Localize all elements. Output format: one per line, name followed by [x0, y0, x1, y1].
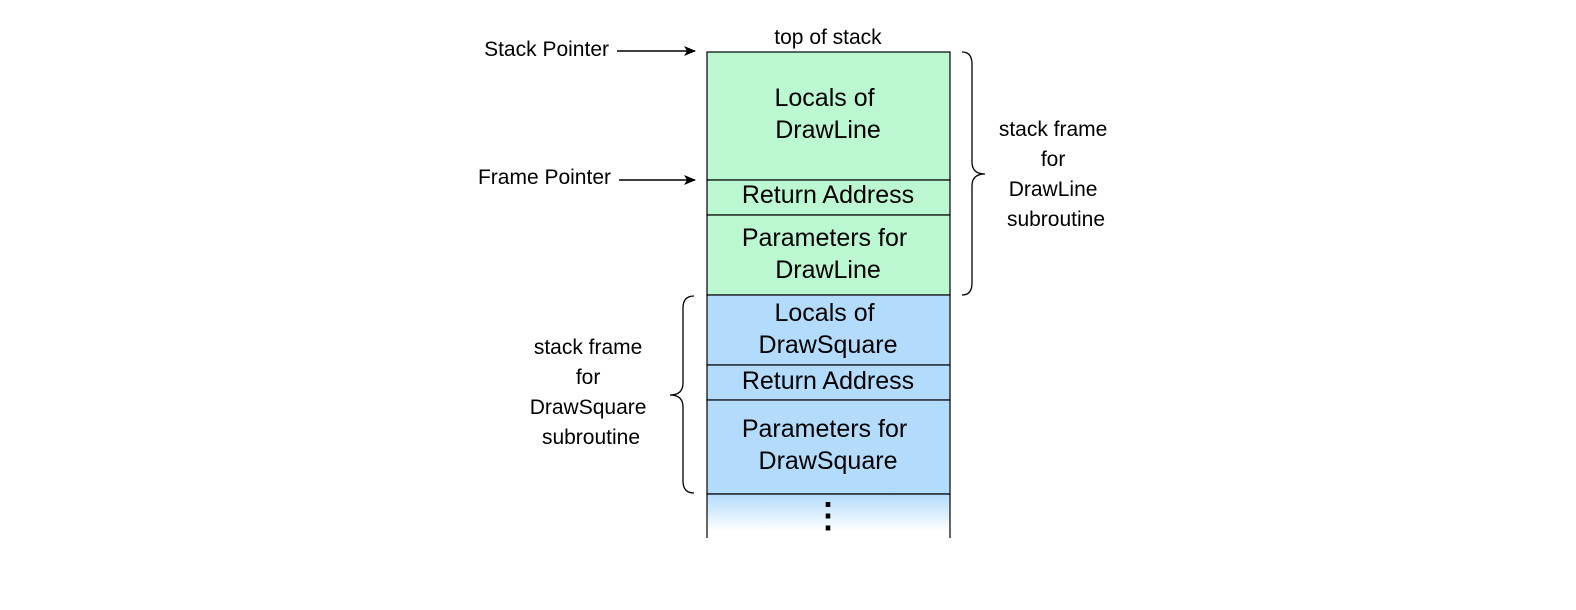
cell-params-drawline-line1: Parameters for: [742, 224, 907, 252]
drawsquare-frame-line4: subroutine: [542, 426, 640, 449]
drawline-frame-line1: stack frame: [999, 118, 1108, 141]
cell-params-drawline-line2: DrawLine: [775, 256, 881, 284]
drawsquare-frame-line2: for: [576, 366, 601, 389]
drawsquare-frame-line1: stack frame: [534, 336, 643, 359]
cell-params-drawsquare-line1: Parameters for: [742, 415, 907, 443]
drawline-frame-brace: [961, 51, 986, 296]
cell-locals-drawsquare-line2: DrawSquare: [759, 331, 898, 359]
cell-return-drawsquare: [706, 364, 951, 401]
drawline-frame-line4: subroutine: [1007, 208, 1105, 231]
svg-text:Return Address: Return Address: [742, 181, 914, 209]
frame-pointer-label: Frame Pointer: [478, 166, 611, 189]
svg-text:Locals of DrawLine: Locals of DrawLine: [774, 84, 881, 144]
cell-locals-drawline: [706, 51, 951, 181]
continuation-ellipsis: ⋮: [811, 497, 845, 535]
drawline-frame-line2: for: [1041, 148, 1066, 171]
cell-locals-drawline-line2: DrawLine: [775, 116, 881, 144]
top-of-stack-label: top of stack: [774, 26, 882, 49]
drawsquare-frame-brace: [669, 295, 695, 494]
cell-return-drawline-line1: Return Address: [742, 181, 914, 209]
cell-return-drawline: [706, 179, 951, 216]
stack-cells: Locals of DrawLine Return Address Parame…: [706, 51, 951, 538]
cell-params-drawline: [706, 214, 951, 296]
drawline-frame-label: stack frame for DrawLine subroutine: [999, 118, 1113, 231]
svg-text:Return Address: Return Address: [742, 367, 914, 395]
cell-locals-drawline-line1: Locals of: [774, 84, 874, 112]
cell-locals-drawsquare: [706, 294, 951, 366]
pointers: Stack Pointer Frame Pointer: [478, 38, 696, 189]
drawsquare-frame-line3: DrawSquare: [530, 396, 647, 419]
drawsquare-frame-label: stack frame for DrawSquare subroutine: [530, 336, 653, 449]
cell-return-drawsquare-line1: Return Address: [742, 367, 914, 395]
cell-params-drawsquare: [706, 399, 951, 495]
stack-pointer-label: Stack Pointer: [484, 38, 609, 61]
svg-text:Parameters for DrawLine: Parameters for DrawLine: [742, 224, 914, 284]
drawline-frame-line3: DrawLine: [1009, 178, 1098, 201]
cell-params-drawsquare-line2: DrawSquare: [759, 447, 898, 475]
cell-continuation: [707, 494, 950, 538]
cell-locals-drawsquare-line1: Locals of: [774, 299, 874, 327]
svg-text:Locals of DrawSquare: Locals of DrawSquare: [759, 299, 898, 359]
svg-text:Parameters for DrawSquar: Parameters for DrawSquare: [742, 415, 914, 475]
